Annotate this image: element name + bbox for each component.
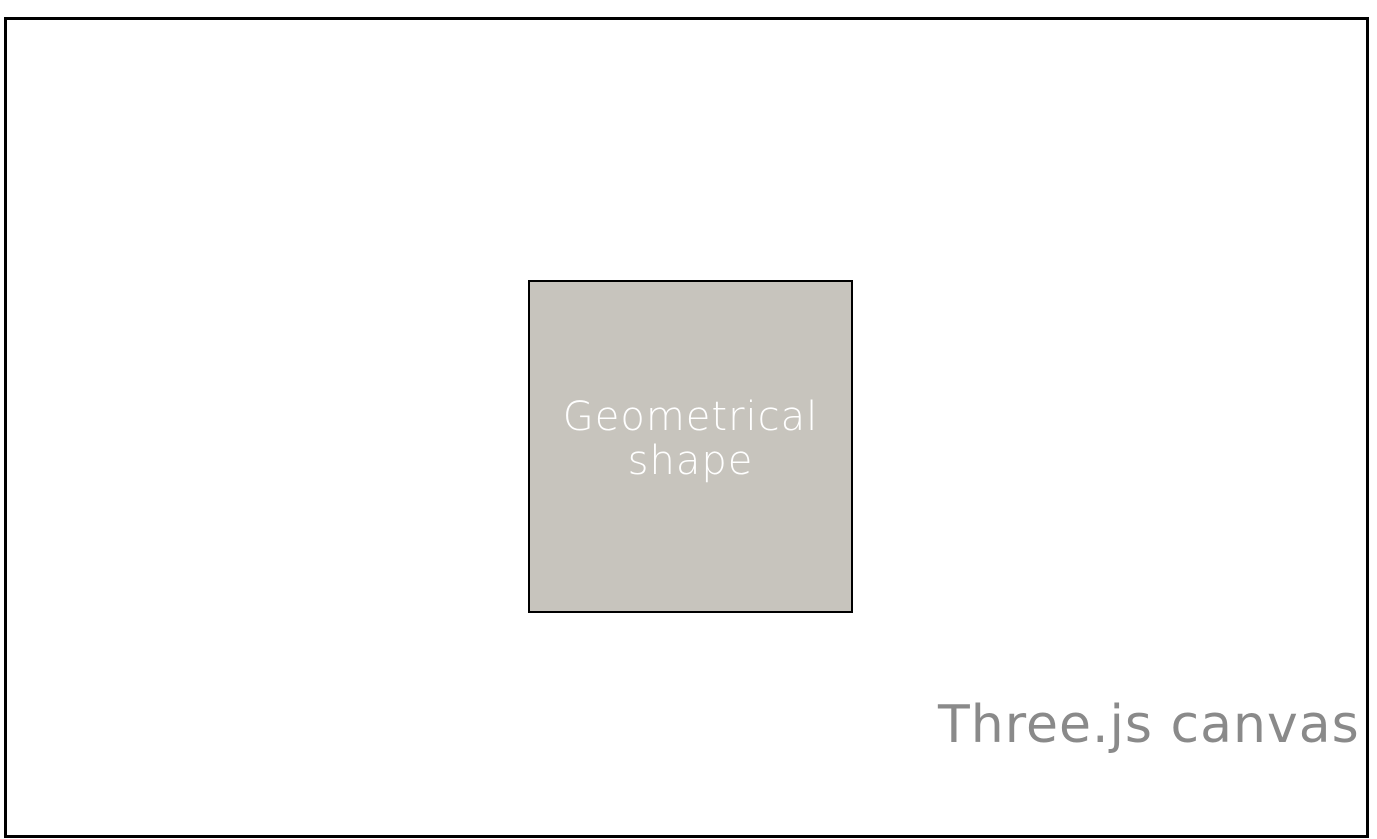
shape-label-line-1: Geometrical xyxy=(562,393,819,440)
shape-label-line-2: shape xyxy=(627,437,754,484)
canvas-label: Three.js canvas xyxy=(938,695,1360,755)
shape-label: Geometrical shape xyxy=(563,395,819,483)
geometrical-shape: Geometrical shape xyxy=(528,280,853,613)
threejs-canvas-frame: Geometrical shape xyxy=(4,17,1369,838)
